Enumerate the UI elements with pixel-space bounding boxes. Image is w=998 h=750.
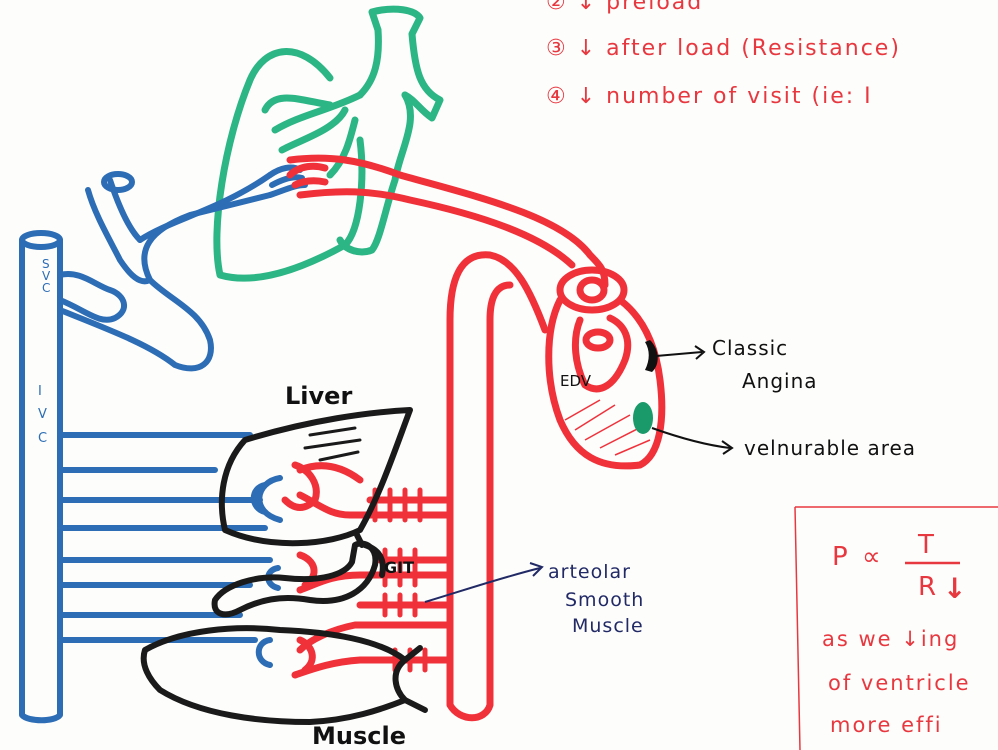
pulmonary-vein [290,158,605,285]
stomach [215,544,376,615]
formula-line2: of ventricle [828,671,971,695]
liver [222,410,410,543]
formula-t: T [917,530,934,560]
classic-angina-line1: Classic [712,336,788,360]
arteolar-arrow [425,563,542,602]
muscle-label: Muscle [312,722,406,750]
venous-system [22,168,305,721]
formula-proportional: ∝ [862,542,881,572]
edv-label: EDV [560,372,592,390]
formula-down-arrow: ↓ [943,572,966,605]
ivc-label-i: I [38,384,42,399]
note-preload: ② ↓ preload [546,0,703,15]
lungs [217,9,440,278]
ivc-label-v: V [38,407,47,422]
vulnerable-area-label: velnurable area [744,436,916,460]
aorta [450,255,545,718]
arteolar-line2: Smooth [565,589,644,611]
svc-label-c: C [42,281,50,295]
git-label: GIT [384,558,414,577]
formula-p: P [832,542,848,572]
ivc-label-c: C [38,431,47,446]
note-visit: ④ ↓ number of visit (ie: I [546,84,873,109]
organs [144,410,425,722]
arteolar-line3: Muscle [572,615,644,637]
formula-r: R [918,572,936,602]
formula-line1: as we ↓ing [822,627,959,651]
left-atrium [560,270,624,310]
note-afterload: ③ ↓ after load (Resistance) [546,36,901,61]
vena-cava [22,240,60,720]
classic-angina-line2: Angina [742,369,818,393]
formula-box: P ∝ T R ↓ as we ↓ing of ventricle more e… [795,507,998,750]
vulnerable-area-marker [633,402,653,434]
liver-label: Liver [285,382,352,410]
arteolar-line1: arteolar [548,561,631,583]
formula-line3: more effi [830,713,943,737]
